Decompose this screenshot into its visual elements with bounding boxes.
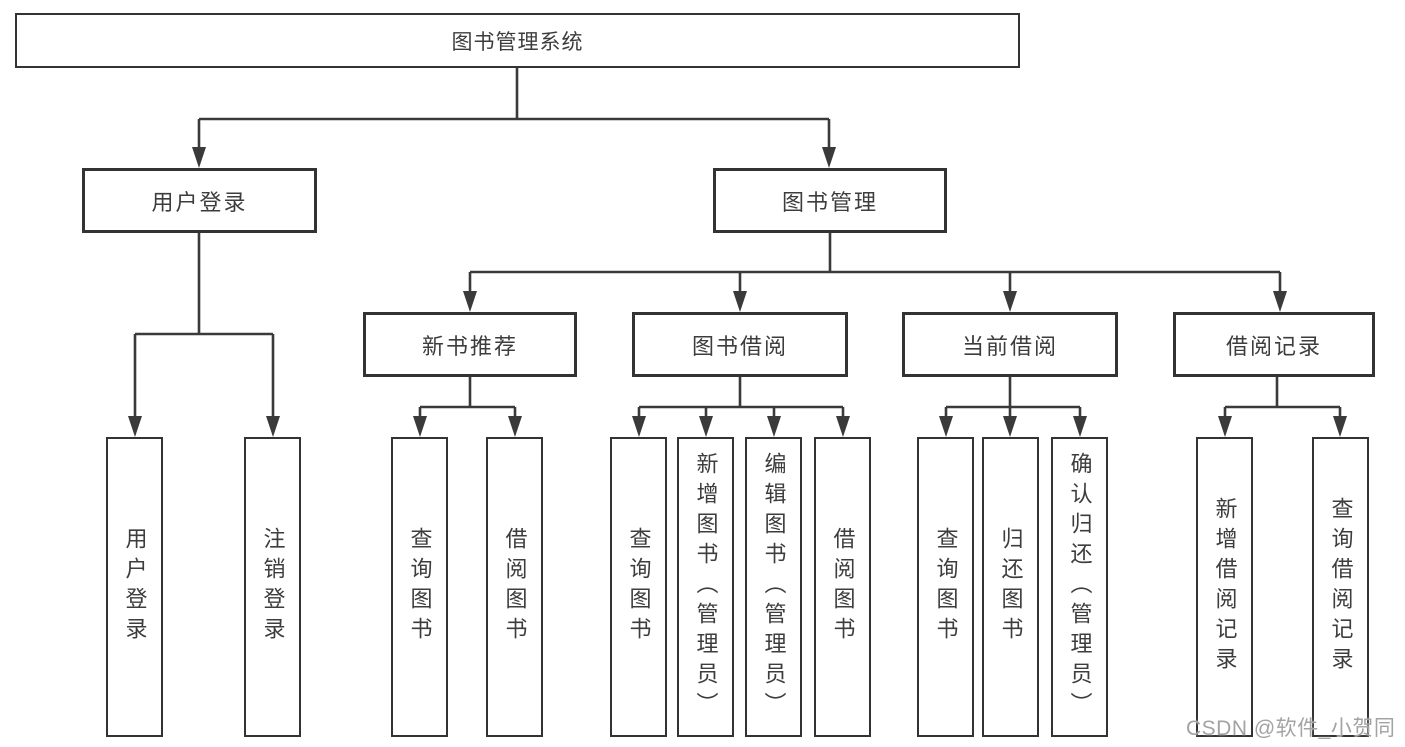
leaf-label: 借阅图书 <box>502 527 528 647</box>
arrowhead-icon <box>463 291 477 312</box>
leaf-label: 借阅图书 <box>830 527 856 647</box>
leaf-label: 查询图书 <box>626 527 652 647</box>
node-current-borrowing: 当前借阅 <box>902 312 1118 377</box>
leaf-return-books: 归还图书 <box>982 437 1039 737</box>
arrowhead-icon <box>733 291 747 312</box>
arrowhead-icon <box>192 147 206 168</box>
node-book-management: 图书管理 <box>713 168 947 233</box>
arrowhead-icon <box>266 416 280 437</box>
arrowhead-icon <box>1003 291 1017 312</box>
arrowhead-icon <box>939 416 953 437</box>
leaf-label: 确认归还（管理员） <box>1067 452 1093 722</box>
leaf-add-borrow-record: 新增借阅记录 <box>1196 437 1253 737</box>
arrowhead-icon <box>822 147 836 168</box>
connector-path <box>133 68 1342 421</box>
arrowhead-icon <box>836 416 850 437</box>
arrowhead-icon <box>767 416 781 437</box>
leaf-label: 查询图书 <box>407 527 433 647</box>
leaf-label: 新增借阅记录 <box>1212 497 1238 677</box>
arrowhead-icon <box>1003 416 1017 437</box>
leaf-label: 新增图书（管理员） <box>693 452 719 722</box>
arrowhead-icon <box>413 416 427 437</box>
leaf-label: 编辑图书（管理员） <box>761 452 787 722</box>
leaf-borrow-books: 借阅图书 <box>814 437 871 737</box>
arrowhead-icon <box>508 416 522 437</box>
leaf-edit-books-admin: 编辑图书（管理员） <box>745 437 802 737</box>
node-new-book-recommendation: 新书推荐 <box>363 312 577 377</box>
node-user-login: 用户登录 <box>82 168 317 233</box>
leaf-query-books-borrowing: 查询图书 <box>610 437 667 737</box>
arrowhead-icon <box>1073 416 1087 437</box>
csdn-watermark: CSDN @软件_小贺同学 <box>1186 717 1396 740</box>
leaf-label: 注销登录 <box>260 527 286 647</box>
arrowhead-icon <box>1333 416 1347 437</box>
arrowhead-icon <box>128 416 142 437</box>
leaf-query-borrow-record: 查询借阅记录 <box>1312 437 1369 737</box>
arrowhead-icon <box>1218 416 1232 437</box>
node-library-system: 图书管理系统 <box>15 13 1020 68</box>
leaf-query-books-current: 查询图书 <box>917 437 974 737</box>
arrowhead-icon <box>1273 291 1287 312</box>
leaf-label: 查询图书 <box>933 527 959 647</box>
leaf-label: 归还图书 <box>998 527 1024 647</box>
leaf-borrow-books-recommend: 借阅图书 <box>486 437 543 737</box>
leaf-add-books-admin: 新增图书（管理员） <box>677 437 734 737</box>
arrowhead-icon <box>699 416 713 437</box>
leaf-logout: 注销登录 <box>244 437 301 737</box>
leaf-query-books-recommend: 查询图书 <box>391 437 448 737</box>
leaf-confirm-return-admin: 确认归还（管理员） <box>1051 437 1108 737</box>
node-borrowing-records: 借阅记录 <box>1173 312 1375 377</box>
arrowhead-icon <box>632 416 646 437</box>
leaf-label: 查询借阅记录 <box>1328 497 1354 677</box>
node-book-borrowing: 图书借阅 <box>632 312 848 377</box>
leaf-user-login: 用户登录 <box>106 437 163 737</box>
leaf-label: 用户登录 <box>122 527 148 647</box>
